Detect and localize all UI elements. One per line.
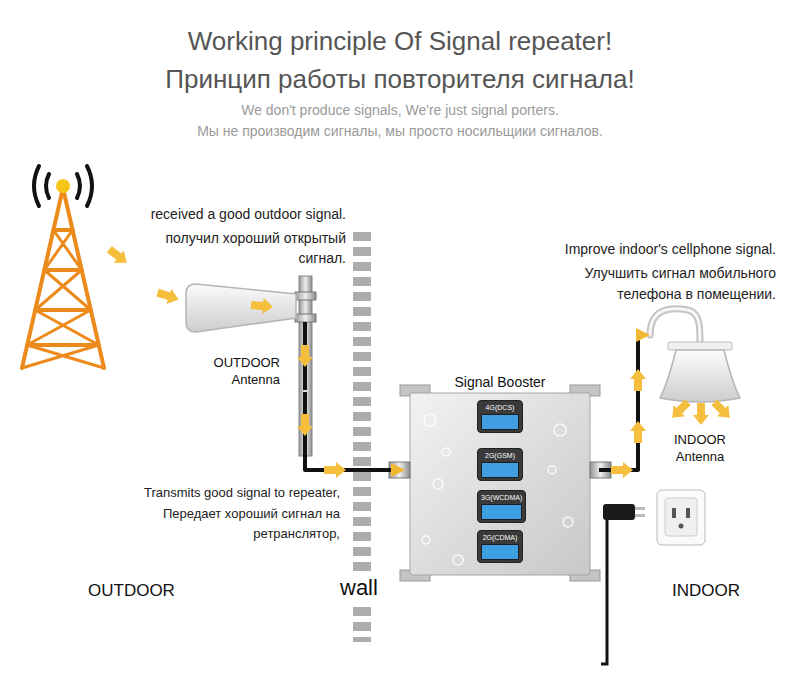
outdoor-antenna: OUTDOOR Antenna [180, 278, 310, 392]
band-label: 4G(DCS) [481, 403, 519, 412]
signal-arrow [693, 403, 709, 425]
tagline: We don't produce signals, We're just sig… [0, 102, 800, 119]
signal-arrow [324, 462, 346, 478]
coax-cable [599, 335, 640, 470]
signal-arrow [709, 397, 736, 424]
title: Working principle Of Signal repeater! [0, 26, 800, 57]
flower [424, 414, 436, 426]
socket-face [665, 498, 697, 536]
signal-arrow [630, 421, 646, 443]
flower [442, 448, 450, 456]
power-wire [601, 512, 607, 664]
band-panel: 2G(CDMA) [477, 530, 523, 563]
band-panel: 4G(DCS) [477, 400, 523, 433]
zone-label: INDOOR [672, 581, 740, 601]
callout-note: Improve indoor's cellphone signal. [514, 241, 776, 258]
mast-clamp [295, 292, 316, 300]
wave [34, 166, 39, 206]
wall-label: wall [338, 575, 380, 601]
wave [46, 174, 49, 198]
power-plug [603, 504, 635, 520]
flower [453, 555, 463, 565]
band-panel: 3G(WCDMA) [477, 490, 526, 523]
callout-note: Передает хороший сигнал на ретранслятор, [128, 504, 340, 544]
signal-arrow [611, 462, 633, 478]
band-label: 2G(CDMA) [481, 533, 519, 542]
subtitle-heading: Принцип работы повторителя сигнала! [0, 64, 800, 95]
lcd-screen [481, 462, 519, 478]
tower-legs [22, 188, 104, 368]
node-label: INDOOR Antenna [670, 431, 730, 465]
wave [77, 174, 80, 198]
callout-note: получил хороший открытый сигнал. [118, 228, 346, 268]
node-label: OUTDOOR Antenna [205, 354, 280, 388]
signal-arrow [667, 397, 694, 424]
node-label: Signal Booster [405, 374, 595, 391]
flower [554, 424, 566, 436]
zone-label: OUTDOOR [88, 581, 175, 601]
signal-arrow [297, 345, 313, 367]
coax-cable [305, 392, 395, 470]
signal-booster: Signal Booster 4G(DCS) 2G(GSM) 3G(WCDMA) 2G(… [405, 372, 599, 580]
lcd-screen [481, 414, 519, 430]
floral-pattern [422, 414, 573, 565]
dome-antenna [660, 350, 740, 402]
tower-braces [22, 230, 104, 368]
flower [548, 466, 556, 474]
signal-arrow [104, 243, 131, 269]
indoor-cable [650, 309, 700, 343]
callout-note: received a good outdoor signal. [106, 206, 346, 223]
tower-beacon [56, 179, 70, 193]
signal-arrow [630, 369, 646, 391]
booster-body [410, 393, 590, 575]
flower [563, 517, 573, 527]
band-panel: 2G(GSM) [477, 448, 523, 481]
signal-arrow [250, 297, 273, 315]
plug-prong [635, 507, 645, 510]
flower [422, 536, 430, 544]
lcd-screen [481, 504, 522, 520]
signal-arrow [297, 414, 313, 436]
lcd-screen [481, 544, 519, 560]
socket-hole [686, 508, 690, 518]
ceiling-plate [668, 342, 732, 350]
indoor-cable [650, 309, 700, 343]
radio-waves [34, 166, 92, 206]
band-label: 3G(WCDMA) [481, 493, 522, 502]
wall-socket [657, 490, 705, 545]
tagline: Мы не производим сигналы, мы просто носи… [0, 123, 800, 140]
signal-arrow [155, 285, 181, 307]
flower [433, 479, 443, 489]
cell-tower [22, 188, 104, 368]
yagi-antenna [186, 284, 296, 332]
indoor-antenna: INDOOR Antenna [650, 305, 750, 469]
socket-hole [672, 508, 676, 518]
callout-note: Улучшить сигнал мобильного телефона в по… [538, 263, 776, 305]
socket-hole [679, 524, 684, 529]
plug-prong [635, 514, 645, 517]
band-label: 2G(GSM) [481, 451, 519, 460]
mast-clamp [295, 314, 316, 322]
callout-note: Transmits good signal to repeater, [108, 485, 340, 501]
wave [87, 166, 92, 206]
